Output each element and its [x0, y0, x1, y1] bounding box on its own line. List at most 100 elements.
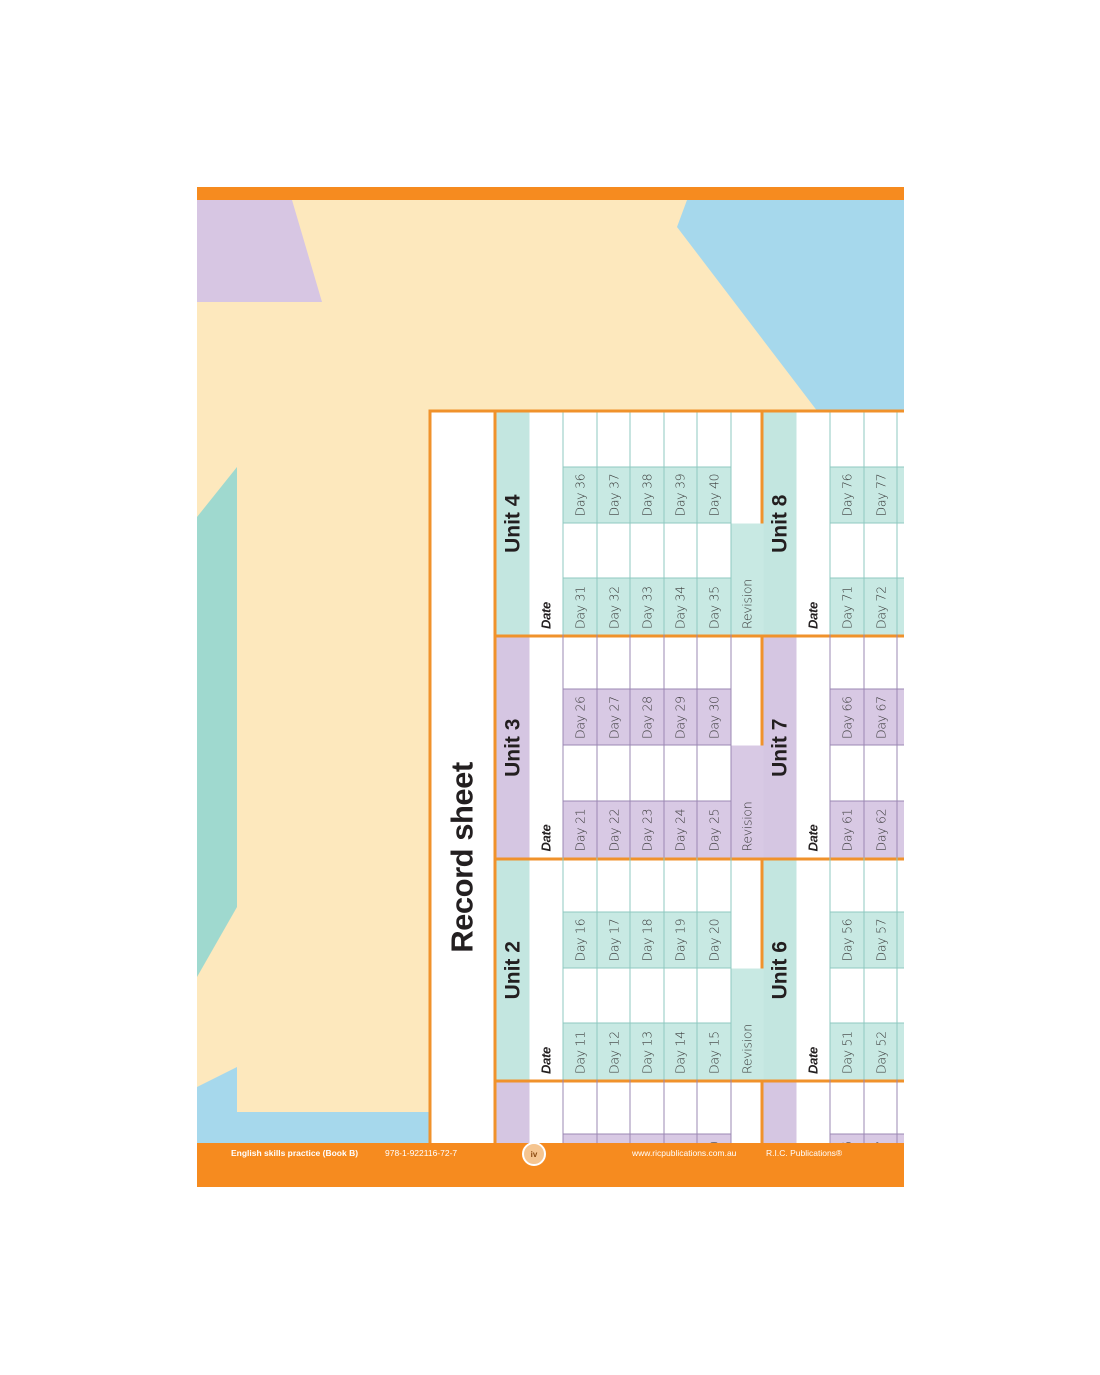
- day-record-field[interactable]: [862, 968, 897, 1024]
- day-record-field[interactable]: [629, 1079, 663, 1135]
- day-record-field[interactable]: [896, 745, 904, 801]
- day-record-field[interactable]: [696, 523, 730, 579]
- day-label: Day 18: [629, 912, 663, 968]
- day-label: Day 16: [562, 912, 596, 968]
- day-record-field[interactable]: [896, 523, 904, 579]
- day-label: Day 11: [562, 1023, 596, 1080]
- day-record-field[interactable]: [696, 968, 730, 1024]
- revision-label: Revision: [729, 968, 763, 1080]
- revision-record-field[interactable]: [729, 412, 763, 523]
- day-record-field[interactable]: [696, 1079, 730, 1135]
- day-record-field[interactable]: [829, 857, 863, 912]
- day-record-field[interactable]: [562, 745, 596, 801]
- day-record-field[interactable]: [629, 857, 663, 912]
- day-label: Day 37: [595, 467, 630, 523]
- day-label: Day 12: [595, 1023, 630, 1080]
- day-label: Day 61: [829, 801, 863, 857]
- day-record-field[interactable]: [862, 634, 897, 690]
- day-record-field[interactable]: [595, 412, 630, 467]
- day-record-field[interactable]: [595, 523, 630, 579]
- day-record-field[interactable]: [629, 745, 663, 801]
- day-record-field[interactable]: [629, 412, 663, 467]
- day-label: Day 71: [829, 578, 863, 635]
- day-record-field[interactable]: [595, 745, 630, 801]
- footer-band: [197, 1143, 904, 1187]
- day-record-field[interactable]: [595, 1079, 630, 1135]
- day-record-field[interactable]: [562, 412, 596, 467]
- revision-record-field[interactable]: [729, 634, 763, 746]
- day-record-field[interactable]: [662, 745, 697, 801]
- day-record-field[interactable]: [696, 634, 730, 690]
- day-label: Day 66: [829, 689, 863, 746]
- day-label: Day 63: [896, 801, 904, 857]
- date-field[interactable]: [529, 635, 562, 802]
- day-record-field[interactable]: [696, 412, 730, 467]
- day-record-field[interactable]: [896, 1079, 904, 1135]
- day-record-field[interactable]: [829, 412, 863, 467]
- day-record-field[interactable]: [829, 634, 863, 690]
- day-record-field[interactable]: [662, 634, 697, 690]
- day-label: Day 29: [662, 689, 697, 746]
- footer-website[interactable]: www.ricpublications.com.au: [632, 1148, 737, 1158]
- day-record-field[interactable]: [862, 523, 897, 579]
- day-record-field[interactable]: [896, 412, 904, 467]
- day-record-field[interactable]: [896, 857, 904, 912]
- day-record-field[interactable]: [862, 857, 897, 912]
- unit-heading: Unit 4: [496, 412, 529, 635]
- day-record-field[interactable]: [562, 968, 596, 1024]
- day-record-field[interactable]: [595, 857, 630, 912]
- day-label: Day 78: [896, 467, 904, 523]
- date-field[interactable]: [796, 635, 829, 802]
- day-record-field[interactable]: [562, 634, 596, 690]
- bg-shape-teal-left: [197, 467, 237, 977]
- day-label: Day 19: [662, 912, 697, 968]
- day-label: Day 72: [862, 578, 897, 635]
- date-field[interactable]: [529, 412, 562, 579]
- date-field[interactable]: [796, 857, 829, 1024]
- day-record-field[interactable]: [696, 745, 730, 801]
- footer-isbn: 978-1-922116-72-7: [385, 1148, 458, 1158]
- day-label: Day 24: [662, 801, 697, 857]
- day-record-field[interactable]: [829, 1079, 863, 1135]
- revision-record-field[interactable]: [729, 857, 763, 968]
- day-label: Day 56: [829, 912, 863, 968]
- day-record-field[interactable]: [829, 523, 863, 579]
- day-record-field[interactable]: [629, 523, 663, 579]
- day-record-field[interactable]: [662, 1079, 697, 1135]
- day-label: Day 23: [629, 801, 663, 857]
- date-label: Date: [805, 824, 821, 851]
- day-record-field[interactable]: [595, 634, 630, 690]
- date-field[interactable]: [796, 412, 829, 579]
- day-label: Day 77: [862, 467, 897, 523]
- date-field[interactable]: [529, 857, 562, 1024]
- day-record-field[interactable]: [629, 634, 663, 690]
- bg-shape-blue-bottom: [197, 1112, 457, 1143]
- day-record-field[interactable]: [562, 523, 596, 579]
- day-record-field[interactable]: [862, 745, 897, 801]
- day-record-field[interactable]: [896, 634, 904, 690]
- footer-publisher: R.I.C. Publications®: [766, 1148, 843, 1158]
- day-record-field[interactable]: [562, 1079, 596, 1135]
- day-record-field[interactable]: [896, 968, 904, 1024]
- day-label: Day 21: [562, 801, 596, 857]
- day-record-field[interactable]: [829, 745, 863, 801]
- day-label: Day 17: [595, 912, 630, 968]
- day-record-field[interactable]: [662, 857, 697, 912]
- day-record-field[interactable]: [662, 412, 697, 467]
- day-record-field[interactable]: [595, 968, 630, 1024]
- day-record-field[interactable]: [629, 968, 663, 1024]
- day-record-field[interactable]: [862, 1079, 897, 1135]
- day-label: Day 27: [595, 689, 630, 746]
- day-record-field[interactable]: [662, 968, 697, 1024]
- day-record-field[interactable]: [662, 523, 697, 579]
- day-record-field[interactable]: [862, 412, 897, 467]
- day-record-field[interactable]: [696, 857, 730, 912]
- day-record-field[interactable]: [829, 968, 863, 1024]
- day-record-field[interactable]: [562, 857, 596, 912]
- day-label: Day 33: [629, 578, 663, 635]
